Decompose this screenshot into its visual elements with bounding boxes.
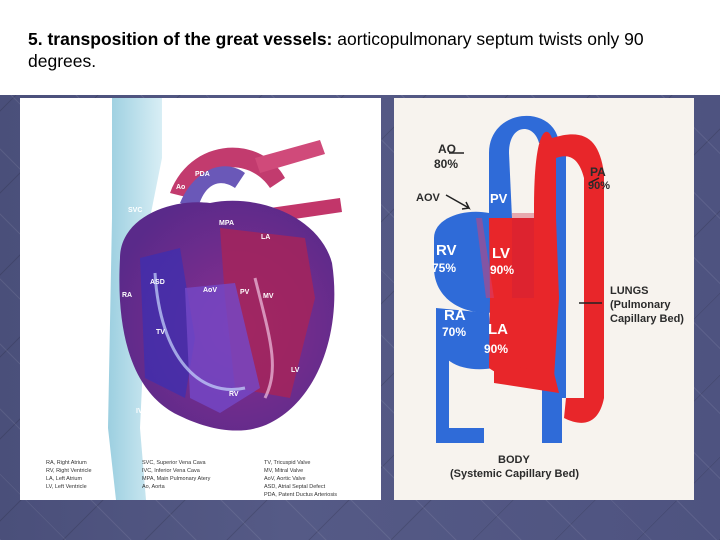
label-rv: RV: [229, 391, 239, 398]
label-lungs-1: LUNGS: [610, 285, 649, 297]
legend-pda: PDA, Patent Ductus Arteriosis: [264, 492, 337, 498]
legend-rv: RV, Right Ventricle: [46, 468, 92, 474]
label-ra-percent: 70%: [442, 325, 466, 339]
legend-svc: SVC, Superior Vena Cava: [142, 460, 207, 466]
slide-heading: 5. transposition of the great vessels: a…: [28, 28, 688, 72]
artery-branch-shape: [255, 140, 325, 173]
label-la: LA: [261, 234, 270, 241]
circulation-diagram-svg: AO 80% AOV PA 90% LUNGS (Pulmonary Capil…: [394, 98, 694, 500]
heart-illustration-svg: PDA Ao SVC MPA LA ASD RA AoV PV MV TV LV…: [20, 98, 381, 500]
label-ao-percent: 80%: [434, 157, 458, 171]
label-svc: SVC: [128, 207, 142, 214]
label-la: LA: [488, 321, 508, 338]
circulation-diagram: AO 80% AOV PA 90% LUNGS (Pulmonary Capil…: [394, 98, 694, 500]
label-aov: AoV: [203, 287, 217, 294]
legend-la: LA, Left Atrium: [46, 476, 82, 482]
aorta-shape: [489, 153, 512, 218]
label-pda: PDA: [195, 171, 210, 178]
legend-ao: Ao, Aorta: [142, 484, 166, 490]
label-pv: PV: [490, 191, 508, 206]
label-pv: PV: [240, 289, 250, 296]
label-body-detail: (Systemic Capillary Bed): [450, 468, 579, 480]
label-ra: RA: [122, 292, 132, 299]
label-asd: ASD: [150, 279, 165, 286]
legend-aov: AoV, Aortic Valve: [264, 476, 306, 482]
body-out-shape: [542, 383, 562, 443]
label-tv: TV: [156, 329, 165, 336]
label-ao: AO: [438, 142, 456, 156]
label-rv-percent: 75%: [432, 261, 456, 275]
label-mpa: MPA: [219, 220, 234, 227]
legend-mpa: MPA, Main Pulmonary Atery: [142, 476, 211, 482]
legend-lv: LV, Left Ventricle: [46, 484, 87, 490]
aov-arrow-icon: [446, 195, 469, 209]
heart-illustration: PDA Ao SVC MPA LA ASD RA AoV PV MV TV LV…: [20, 98, 381, 500]
legend-tv: TV, Tricuspid Valve: [264, 460, 310, 466]
septum-shape: [512, 213, 534, 298]
legend-ra: RA, Right Atrium: [46, 460, 87, 466]
label-body: BODY: [498, 454, 530, 466]
label-pa-percent: 90%: [588, 180, 610, 192]
legend-asd: ASD, Atrial Septal Defect: [264, 484, 326, 490]
label-la-percent: 90%: [484, 342, 508, 356]
legend-ivc: IVC, Inferior Vena Cava: [142, 468, 201, 474]
legend-mv: MV, Mitral Valve: [264, 468, 303, 474]
label-lv-percent: 90%: [490, 263, 514, 277]
label-ivc: IVC: [136, 408, 148, 415]
label-ao: Ao: [176, 184, 185, 191]
body-return-shape: [436, 428, 484, 443]
label-pa: PA: [590, 165, 606, 179]
label-mv: MV: [263, 293, 274, 300]
label-ra: RA: [444, 307, 466, 324]
label-rv: RV: [436, 242, 457, 259]
label-lv: LV: [291, 367, 300, 374]
label-lungs-3: Capillary Bed): [610, 313, 684, 325]
label-lv: LV: [492, 245, 510, 262]
label-lungs-2: (Pulmonary: [610, 299, 671, 311]
vena-cava-left: [436, 338, 449, 443]
slide-heading-bold: 5. transposition of the great vessels:: [28, 29, 332, 49]
pulmonary-artery-shape: [534, 132, 556, 218]
label-aov: AOV: [416, 192, 441, 204]
